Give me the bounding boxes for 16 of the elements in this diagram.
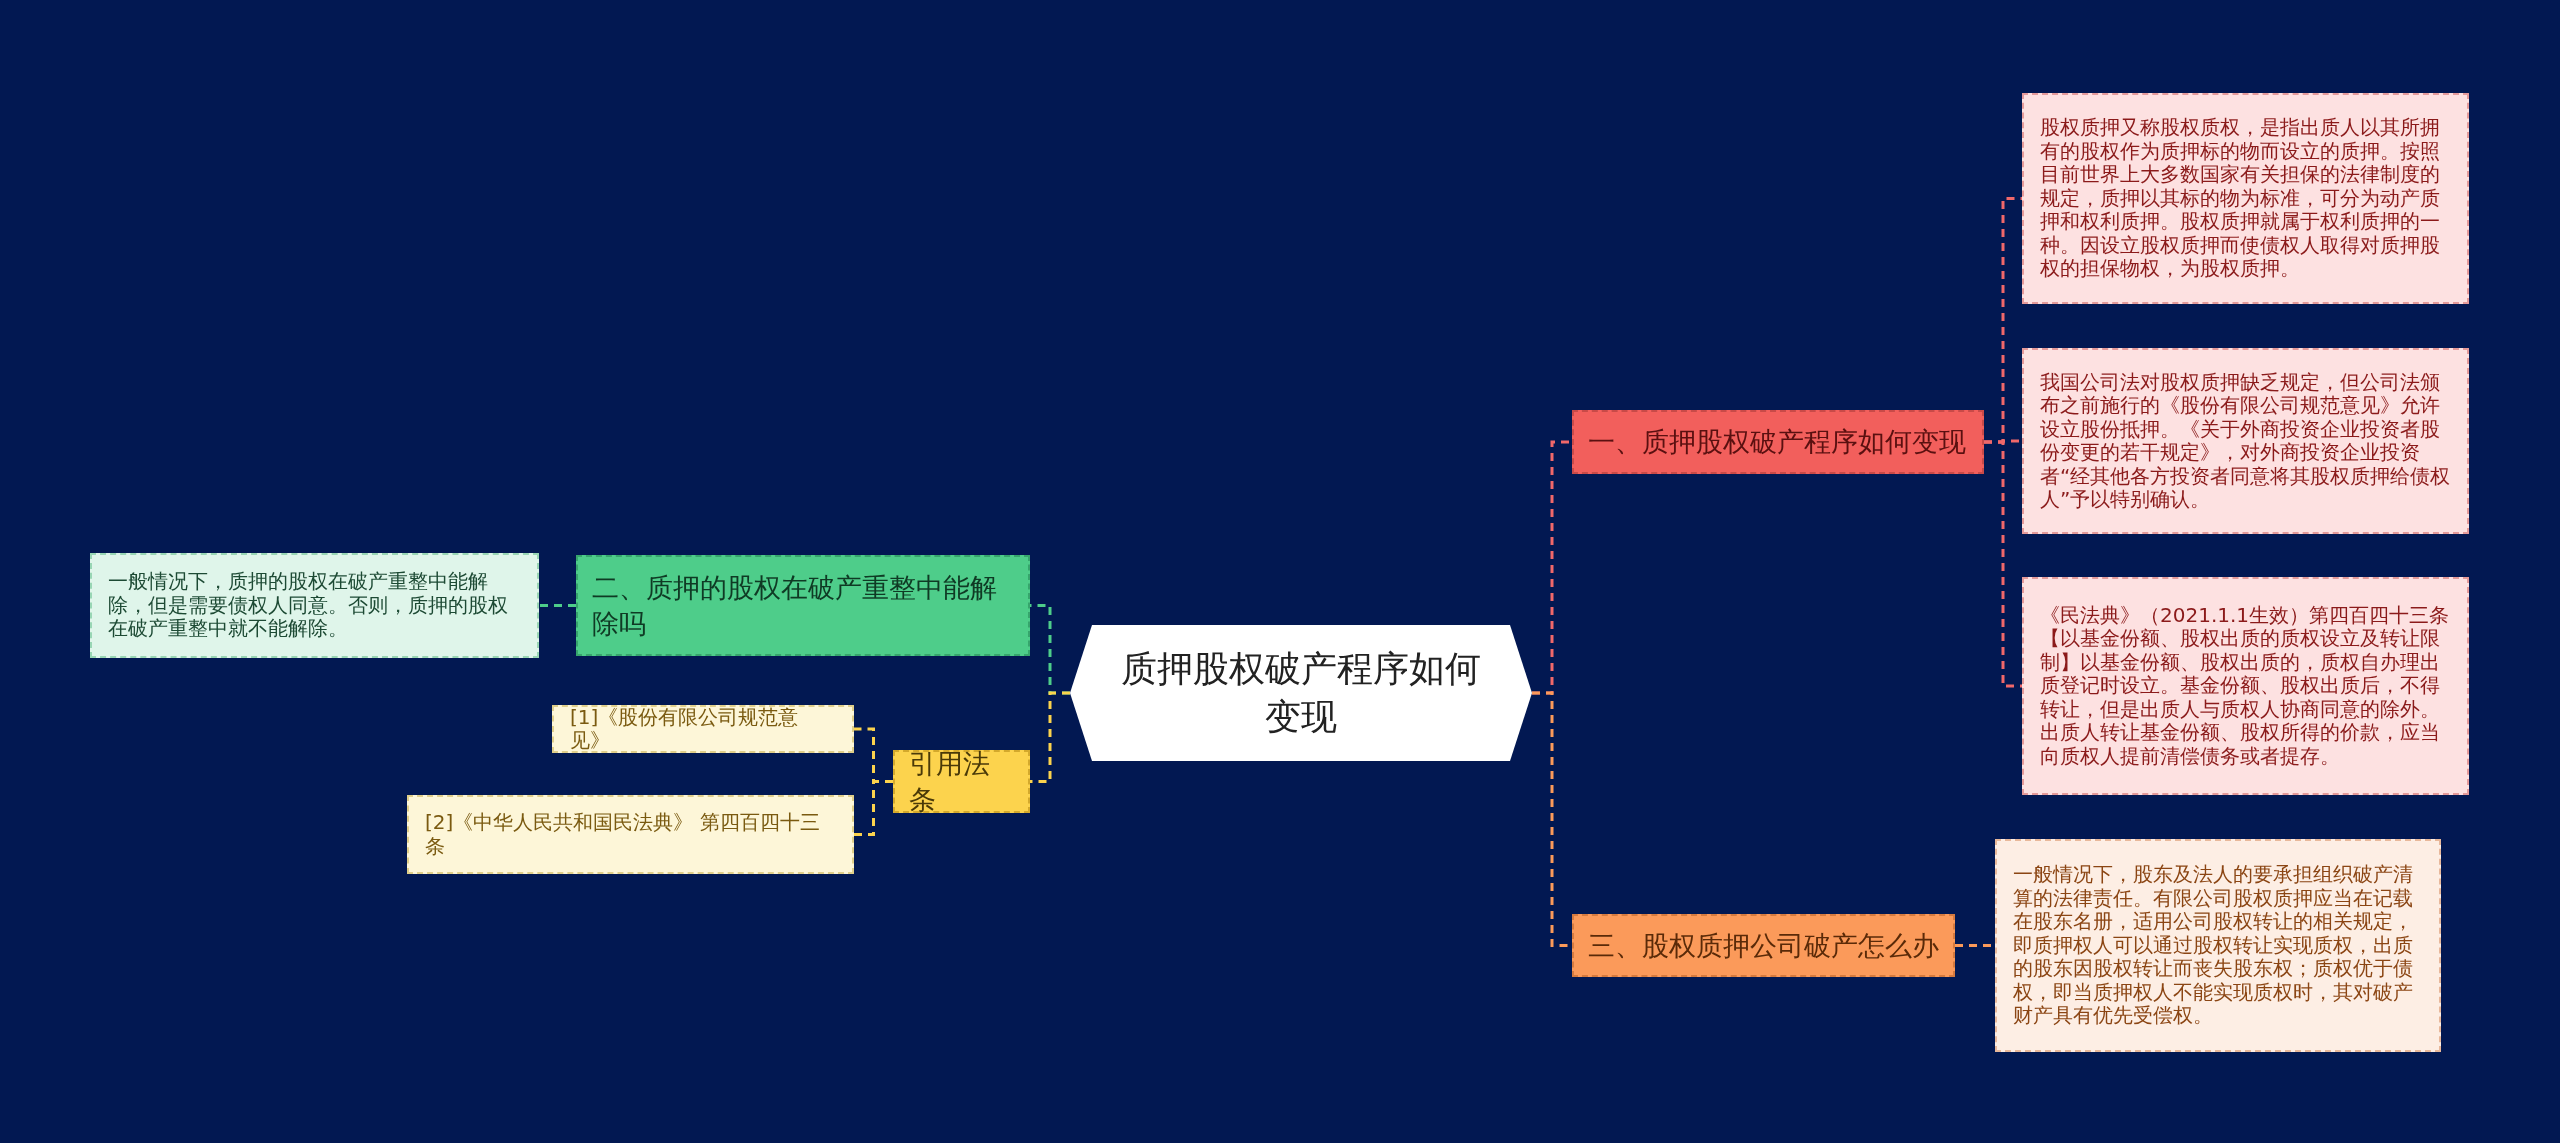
note-box: [1]《股份有限公司规范意见》 xyxy=(552,705,854,753)
connector-line xyxy=(1984,440,2022,688)
branch-box: 一、质押股权破产程序如何变现 xyxy=(1572,410,1984,474)
note-box: 一般情况下，质押的股权在破产重整中能解除，但是需要债权人同意。否则，质押的股权在破产重整中就不能解除。 xyxy=(90,553,539,658)
branch-box: 三、股权质押公司破产怎么办 xyxy=(1572,914,1955,977)
connector-line xyxy=(539,604,576,607)
note-box: 股权质押又称股权质权，是指出质人以其所拥有的股权作为质押标的物而设立的质押。按照目前世界上大多数国家有关担保的法律制度的规定，质押以其标的物为标准，可分为动产质押和权利质押。股权质押就属于权利质押的一种。因设立股权质押而使债权人取得对质押股权的担保物权，为股权质押。 xyxy=(2022,93,2469,304)
note-box: [2]《中华人民共和国民法典》 第四百四十三条 xyxy=(407,795,854,874)
branch-box: 二、质押的股权在破产重整中能解除吗 xyxy=(576,555,1030,656)
note-box: 《民法典》（2021.1.1生效）第四百四十三条【以基金份额、股权出质的质权设立及转让限制】以基金份额、股权出质的，质权自办理出质登记时设立。基金份额、股权出质后，不得转让，但是出质人与质权人协商同意的除外。出质人转让基金份额、股权所得的价款，应当向质权人提前清偿债务或者提存。 xyxy=(2022,577,2469,795)
connector-line xyxy=(854,780,893,836)
note-box: 我国公司法对股权质押缺乏规定，但公司法颁布之前施行的《股份有限公司规范意见》允许设立股份抵押。《关于外商投资企业投资者股份变更的若干规定》，对外商投资企业投资者“经其他各方投资者同意将其股权质押给债权人”予以特别确认。 xyxy=(2022,348,2469,534)
branch-box: 引用法条 xyxy=(893,750,1030,813)
connector-line xyxy=(1030,691,1070,783)
note-box: 一般情况下，股东及法人的要承担组织破产清算的法律责任。有限公司股权质押应当在记载在股东名册，适用公司股权转让的相关规定，即质押权人可以通过股权转让实现质权，出质的股东因股权转让而丧失股东权；质权优于债权，即当质押权人不能实现质权时，其对破产财产具有优先受偿权。 xyxy=(1995,839,2441,1052)
central-topic: 质押股权破产程序如何变现 xyxy=(1070,625,1532,761)
